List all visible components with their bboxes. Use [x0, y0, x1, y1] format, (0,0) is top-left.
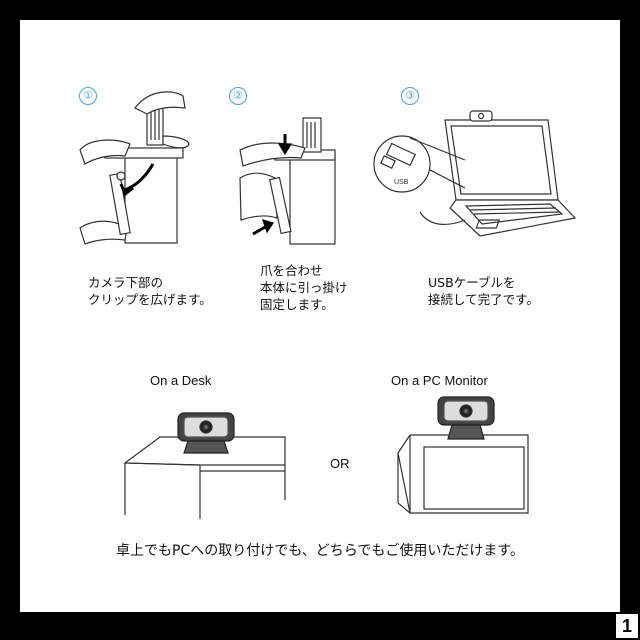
desk-illustration — [123, 412, 286, 519]
desk-mount-label: On a Desk — [150, 373, 212, 388]
step-2-line-3: 固定します。 — [260, 297, 334, 312]
step-2-caption: 爪を合わせ 本体に引っ掛け 固定します。 — [260, 262, 348, 313]
step-2-line-1: 爪を合わせ — [260, 263, 323, 278]
step-1-number: ① — [79, 87, 97, 105]
step-3-caption: USBケーブルを 接続して完了です。 — [428, 274, 539, 308]
usb-label: USB — [394, 179, 409, 186]
step-2-number: ② — [229, 87, 247, 105]
step-3-line-2: 接続して完了です。 — [428, 292, 539, 307]
step-3-illustration: USB — [373, 110, 577, 237]
step-1-illustration — [79, 91, 190, 245]
step-3-line-1: USBケーブルを — [428, 275, 516, 290]
instruction-card: ① ② ③ — [20, 20, 620, 612]
step-1-caption: カメラ下部の クリップを広げます。 — [88, 274, 212, 308]
usage-note: 卓上でもPCへの取り付けでも、どちらでもご使用いただけます。 — [116, 543, 524, 559]
monitor-mount-label: On a PC Monitor — [391, 373, 488, 388]
or-label: OR — [330, 456, 350, 471]
step-1-line-2: クリップを広げます。 — [88, 292, 212, 307]
step-2-illustration — [239, 117, 336, 245]
monitor-illustration — [397, 396, 529, 514]
step-3-number: ③ — [401, 87, 419, 105]
step-1-line-1: カメラ下部の — [88, 275, 164, 290]
page-number-badge: 1 — [616, 614, 638, 638]
step-2-line-2: 本体に引っ掛け — [260, 280, 348, 295]
